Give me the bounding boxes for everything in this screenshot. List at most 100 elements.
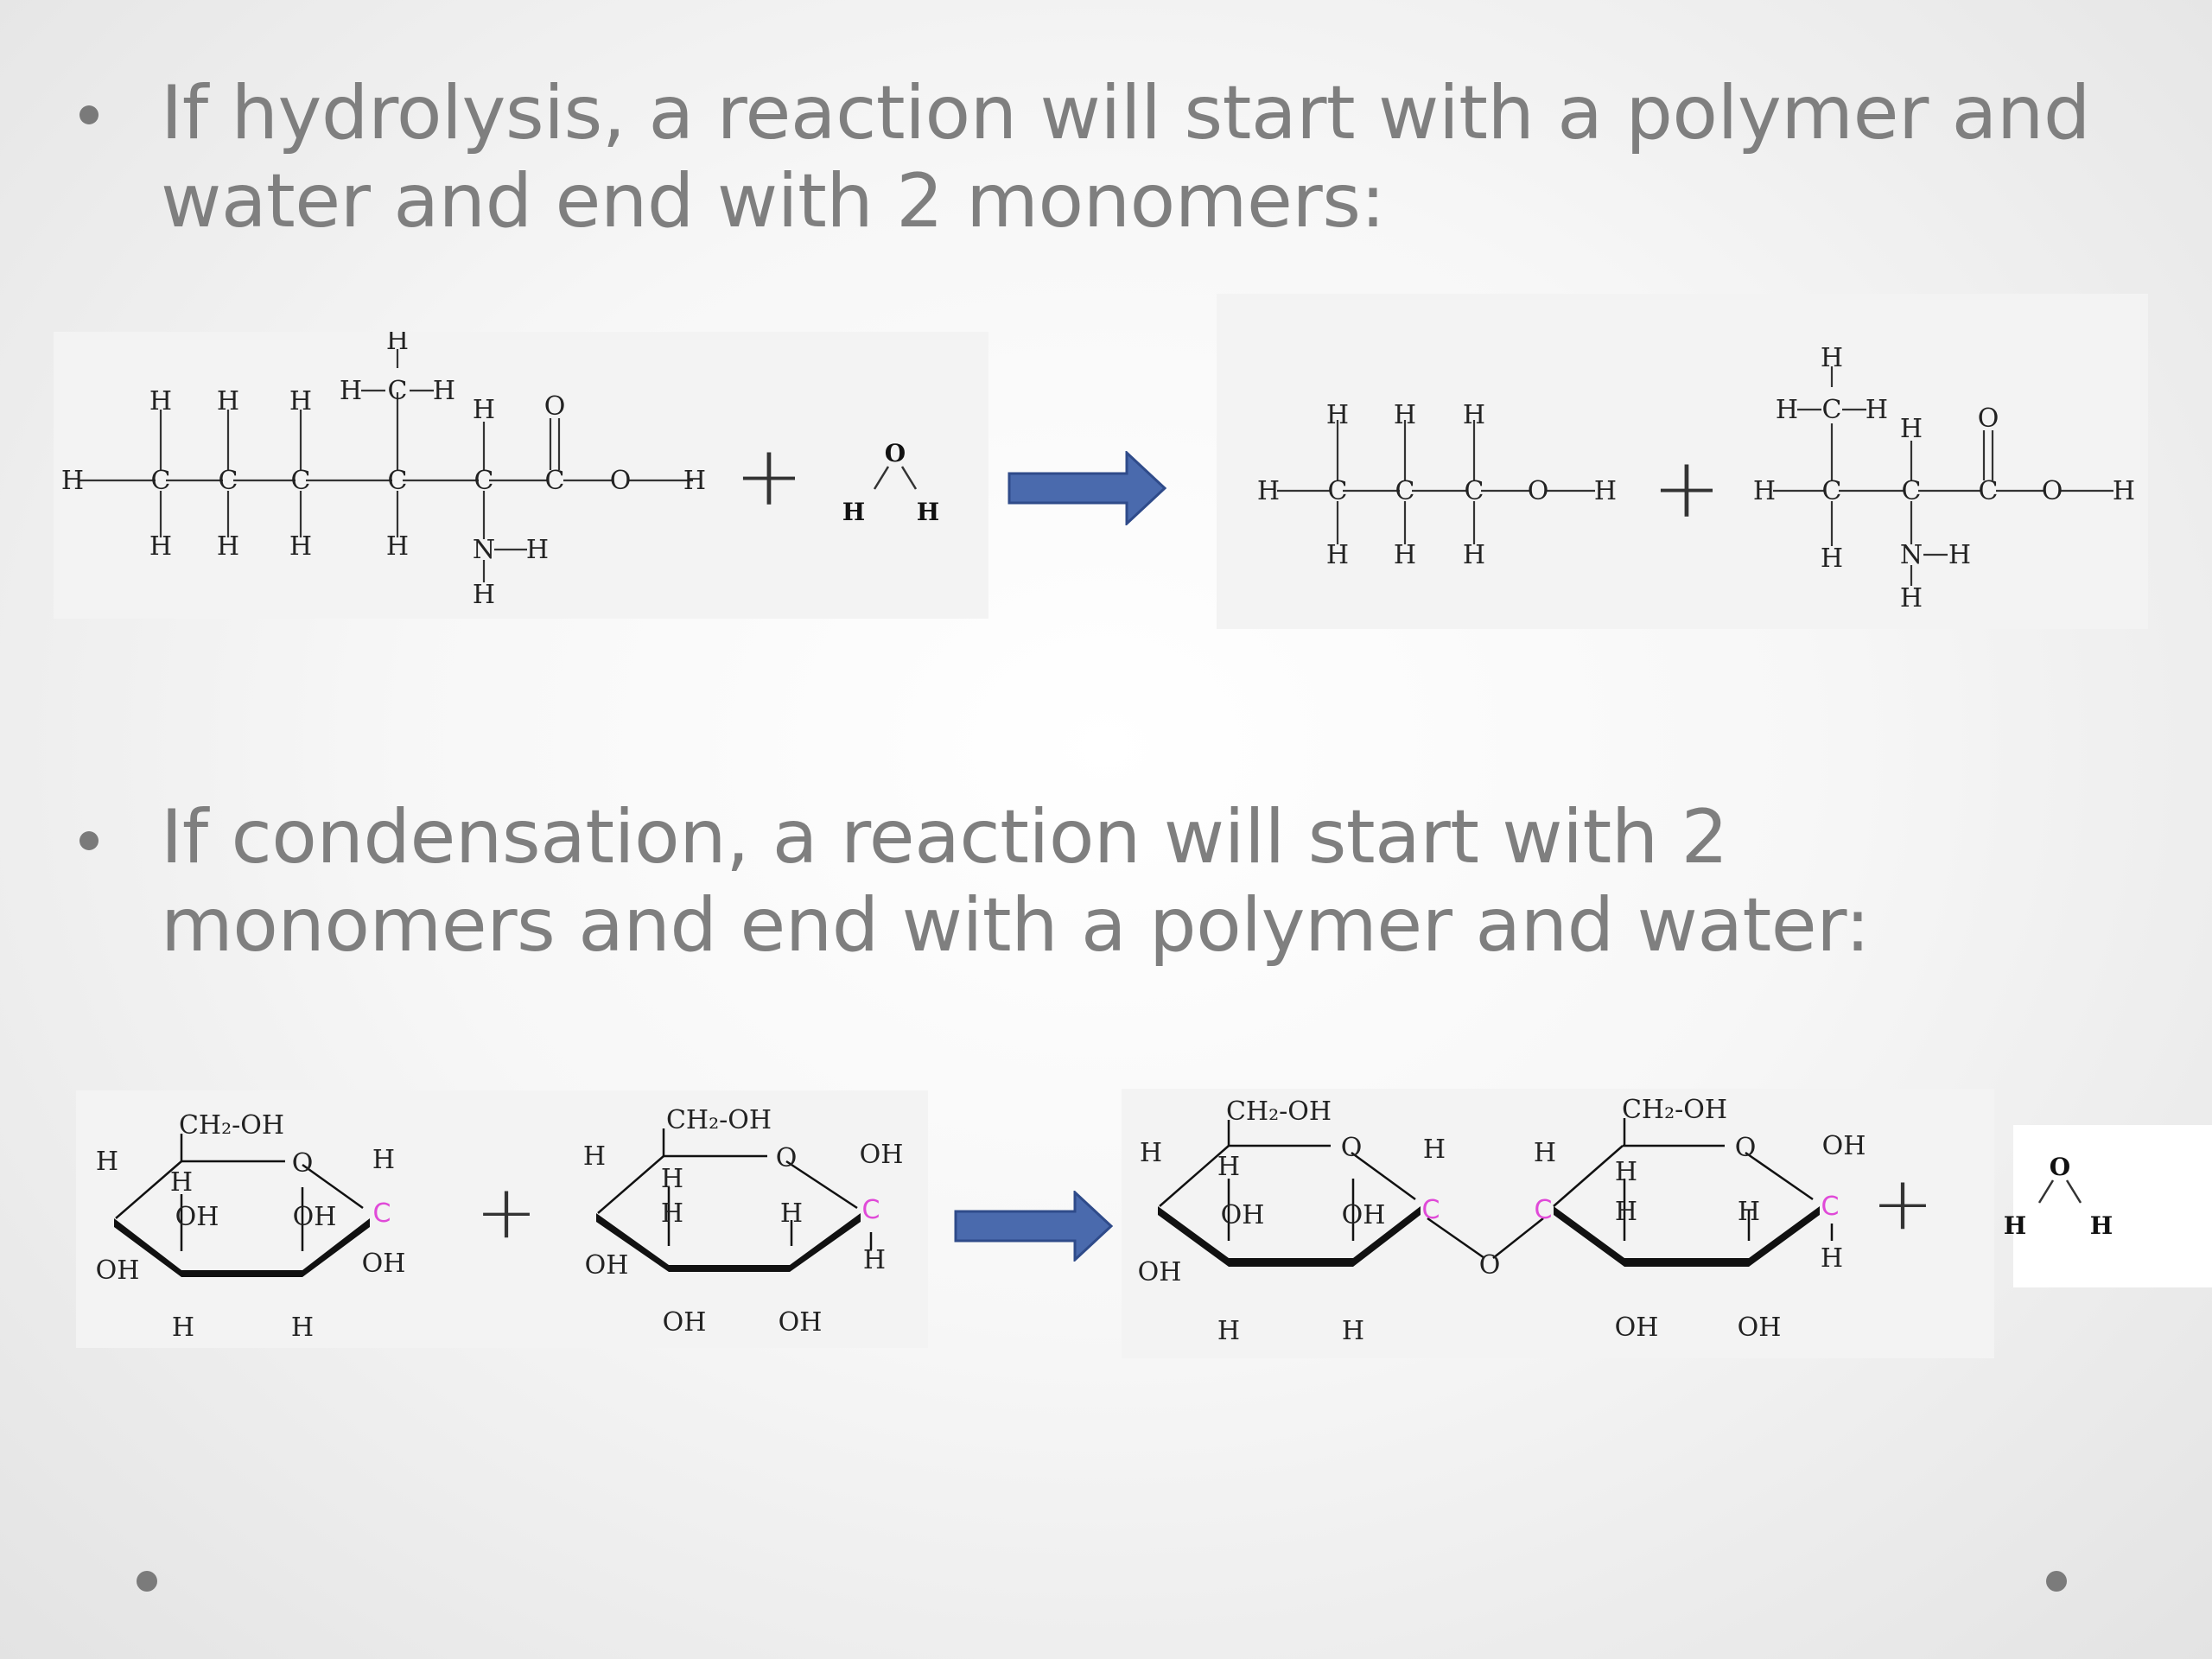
atom-h: H <box>1140 1138 1162 1168</box>
atom-h: H <box>372 1145 395 1175</box>
slide-corner-dot <box>2046 1571 2067 1592</box>
atom-h: H <box>289 386 312 416</box>
label-oh: OH <box>96 1255 140 1286</box>
atom-c: C <box>219 466 238 496</box>
atom-h: H <box>1594 476 1617 506</box>
atom-h: H <box>1900 583 1923 613</box>
atom-h: H <box>289 531 312 562</box>
bullet-icon <box>79 831 99 850</box>
label-oh: OH <box>1738 1313 1782 1343</box>
plus-sign: + <box>1652 440 1721 537</box>
atom-h: H <box>433 376 455 406</box>
plus-sign: + <box>475 1169 537 1255</box>
atom-c: C <box>474 466 494 496</box>
atom-h: H <box>149 531 172 562</box>
atom-c: C <box>1902 476 1922 506</box>
atom-h: H <box>291 1313 314 1343</box>
reaction-arrow-icon <box>954 1191 1114 1262</box>
atom-h: H <box>386 531 409 562</box>
reaction-arrow-icon <box>1007 451 1167 525</box>
atom-h: H <box>386 332 409 356</box>
label-ch2oh: CH₂-OH <box>179 1110 284 1141</box>
atom-h: H <box>2113 476 2135 506</box>
label-oh: OH <box>362 1249 406 1279</box>
atom-h: H <box>661 1198 683 1229</box>
highlight-carbon: C <box>1422 1195 1440 1225</box>
atom-h: H <box>2090 1211 2113 1240</box>
atom-h: H <box>1948 540 1971 570</box>
atom-c: C <box>1822 476 1842 506</box>
atom-h: H <box>170 1167 193 1198</box>
label-oh: OH <box>779 1307 823 1338</box>
label-oh: OH <box>175 1202 219 1232</box>
bullet-text-hydrolysis: If hydrolysis, a reaction will start wit… <box>161 70 2090 245</box>
atom-h: H <box>1776 395 1798 425</box>
atom-n: N <box>473 535 495 565</box>
atom-o: O <box>885 439 906 467</box>
label-oh: OH <box>860 1140 904 1170</box>
atom-h: H <box>2004 1211 2026 1240</box>
atom-c: C <box>1465 476 1484 506</box>
atom-h: H <box>1534 1138 1556 1168</box>
atom-h: H <box>1217 1316 1240 1346</box>
atom-h: H <box>1821 543 1843 574</box>
label-ch2oh: CH₂-OH <box>1226 1096 1332 1127</box>
atom-c: C <box>151 466 171 496</box>
atom-h: H <box>1326 540 1349 570</box>
highlight-carbon: C <box>373 1198 391 1229</box>
bullet-icon <box>79 105 99 124</box>
atom-o: O <box>2042 476 2063 506</box>
label-oh: OH <box>585 1250 629 1281</box>
atom-c: C <box>1979 476 1999 506</box>
atom-h: H <box>1866 395 1888 425</box>
label-oh: OH <box>1615 1313 1659 1343</box>
label-oh: OH <box>293 1202 337 1232</box>
atom-h: H <box>1257 476 1280 506</box>
atom-o: O <box>1479 1250 1501 1281</box>
atom-o: O <box>292 1148 314 1179</box>
atom-h: H <box>473 395 495 425</box>
atom-o: O <box>1735 1133 1757 1163</box>
atom-h: H <box>683 466 706 496</box>
label-ch2oh: CH₂-OH <box>1622 1095 1727 1125</box>
plus-sign: + <box>734 428 804 524</box>
atom-o: O <box>1978 404 1999 434</box>
atom-h: H <box>1423 1135 1446 1165</box>
atom-h: H <box>1342 1316 1364 1346</box>
atom-o: O <box>2050 1153 2070 1181</box>
atom-c: C <box>1328 476 1348 506</box>
atom-h: H <box>1753 476 1776 506</box>
atom-h: H <box>217 386 239 416</box>
atom-o: O <box>610 466 632 496</box>
atom-c: C <box>1395 476 1415 506</box>
condensation-reactants-figure: CH₂-OH O H H OH OH H OH OH H H C + CH₂-O… <box>76 1090 928 1348</box>
atom-h: H <box>1217 1152 1240 1182</box>
atom-c: C <box>388 466 408 496</box>
bullet-text-condensation: If condensation, a reaction will start w… <box>161 794 1871 969</box>
atom-h: H <box>1463 400 1485 430</box>
atom-h: H <box>1821 1243 1843 1274</box>
slide-corner-dot <box>137 1571 157 1592</box>
atom-h: H <box>149 386 172 416</box>
atom-h: H <box>526 535 549 565</box>
atom-c: C <box>545 466 565 496</box>
atom-h: H <box>780 1198 803 1229</box>
label-oh: OH <box>1822 1131 1866 1161</box>
atom-h: H <box>1394 400 1416 430</box>
atom-h: H <box>1821 343 1843 373</box>
atom-h: H <box>1463 540 1485 570</box>
highlight-carbon: C <box>1821 1192 1840 1222</box>
atom-h: H <box>172 1313 194 1343</box>
atom-n: N <box>1900 540 1923 570</box>
atom-o: O <box>544 391 566 422</box>
highlight-carbon: C <box>1535 1195 1553 1225</box>
atom-h: H <box>1326 400 1349 430</box>
atom-h: H <box>661 1164 683 1194</box>
atom-h: H <box>842 498 865 526</box>
atom-h: H <box>1615 1197 1637 1227</box>
atom-h: H <box>917 498 939 526</box>
atom-c: C <box>388 376 408 406</box>
atom-h: H <box>1615 1157 1637 1187</box>
label-ch2oh: CH₂-OH <box>666 1105 772 1135</box>
atom-o: O <box>776 1143 798 1173</box>
